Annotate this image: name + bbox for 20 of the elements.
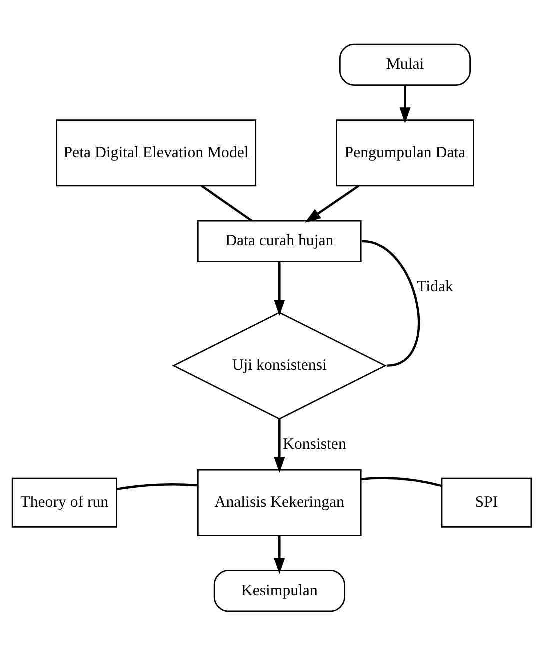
arrow [400,85,411,124]
node-box: Pengumpulan Data [336,119,474,186]
node-box: Kesimpulan [214,570,346,612]
arrow [274,418,286,473]
node-box: Theory of run [12,477,118,528]
arrow [305,184,360,222]
node-box: Data curah hujan [197,220,362,262]
arrow [274,536,286,574]
node-diamond: Uji konsistensi [172,311,387,420]
node-box: Peta Digital Elevation Model [56,119,257,186]
node-box: SPI [441,477,532,528]
connector [116,482,198,490]
connector [361,476,442,487]
edge-label: Tidak [417,278,454,295]
node-box: Mulai [340,43,471,86]
connector [201,184,252,222]
edge-label: Konsisten [283,435,346,452]
arrow [274,262,286,316]
node-box: Analisis Kekeringan [197,468,362,536]
connector [362,240,420,367]
